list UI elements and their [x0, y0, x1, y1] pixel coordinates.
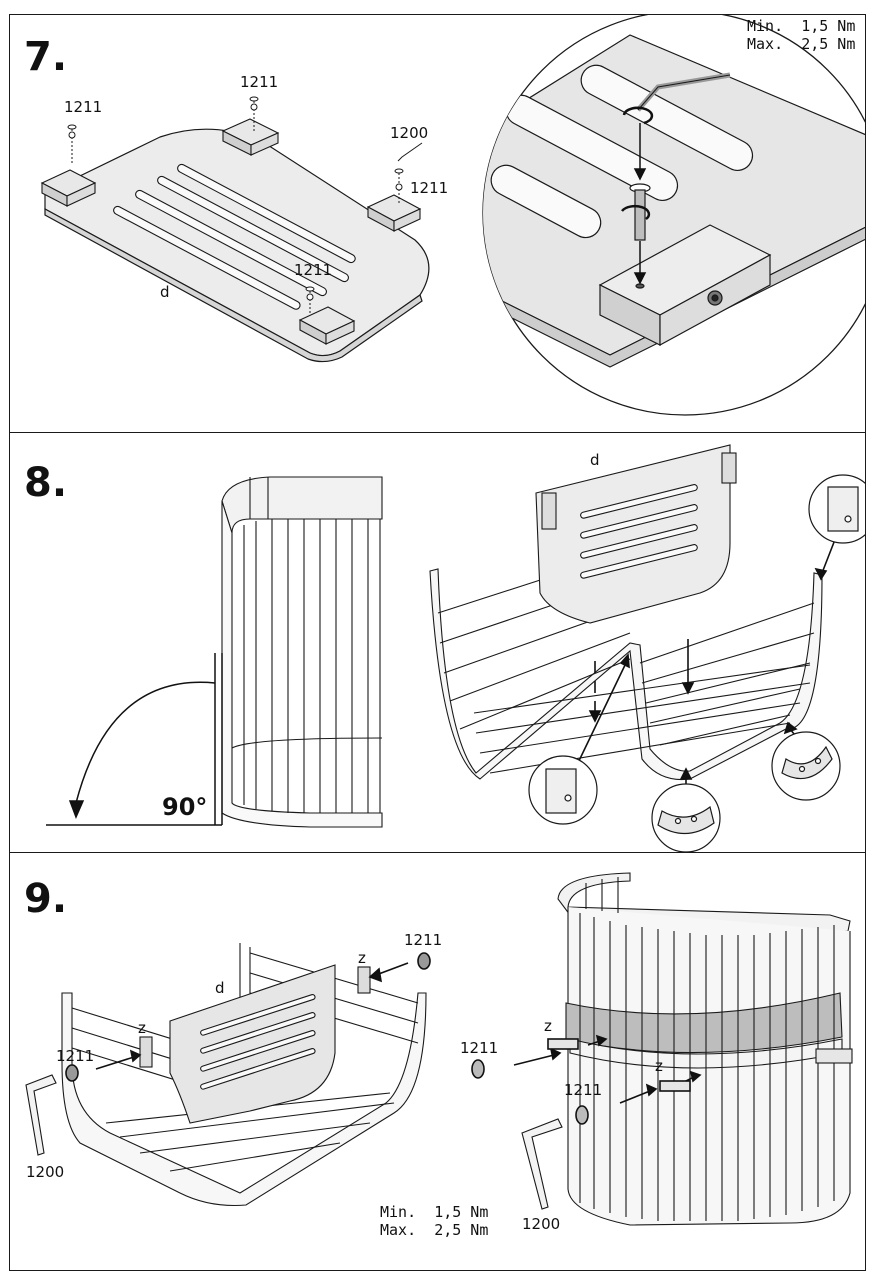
torque-spec-step-9: Min. 1,5 Nm Max. 2,5 Nm [380, 1203, 488, 1239]
step-7-illustration [40, 15, 865, 416]
step-8-panel: 8. [9, 432, 866, 854]
torque-spec-step-7: Min. 1,5 Nm Max. 2,5 Nm [747, 17, 855, 53]
board-d-step9 [139, 964, 371, 1124]
board-d-label-step9: d [215, 979, 225, 997]
part-1211-label-top: 1211 [404, 931, 443, 949]
torque-max-value-9: 2,5 Nm [434, 1221, 489, 1239]
step-9-number: 9. [24, 876, 68, 922]
torque-min-value-9: 1,5 Nm [434, 1203, 489, 1221]
part-1211-label-right-1: 1211 [460, 1039, 499, 1057]
allen-key-left [25, 1074, 57, 1156]
torque-max-value: 2,5 Nm [801, 35, 856, 53]
board-slots [113, 163, 356, 310]
step-7-panel: 7. [9, 14, 866, 434]
board-d-label: d [160, 283, 170, 301]
step9-left-arrows [65, 952, 431, 1082]
screws [67, 96, 423, 315]
board-d-step8 [535, 444, 737, 624]
part-z-label-top: z [358, 949, 366, 967]
part-1211-label-4: 1211 [294, 261, 333, 279]
part-z-label-right-2: z [655, 1057, 663, 1075]
allen-key-right [521, 1118, 563, 1210]
torque-max-label: Max. [747, 35, 784, 53]
step9-right-arrows [471, 1034, 702, 1125]
part-1211-label-1: 1211 [64, 98, 103, 116]
torque-min-label: Min. [747, 17, 784, 35]
step-9-panel: 9. [9, 852, 866, 1271]
assembled-crib [557, 872, 853, 1226]
rotation-arrow [46, 653, 223, 826]
step-8-number: 8. [24, 460, 68, 506]
torque-min-value: 1,5 Nm [801, 17, 856, 35]
part-1211-label-right-2: 1211 [564, 1081, 603, 1099]
part-z-label-right-1: z [544, 1017, 552, 1035]
part-1211-label-3: 1211 [410, 179, 449, 197]
part-1211-label-left: 1211 [56, 1047, 95, 1065]
step-8-illustration [46, 444, 865, 853]
torque-max-label-9: Max. [380, 1221, 417, 1239]
part-1200-label: 1200 [390, 124, 429, 142]
detail-circles [528, 474, 865, 853]
step-9-illustration [25, 872, 853, 1226]
part-1211-label-2: 1211 [240, 73, 279, 91]
part-z-label-left: z [138, 1019, 146, 1037]
upright-cage [221, 476, 383, 828]
torque-min-label-9: Min. [380, 1203, 417, 1221]
detail-circle [482, 15, 865, 416]
board-d-label-step8: d [590, 451, 600, 469]
angle-90-label: 90° [162, 793, 208, 821]
cradle [429, 550, 823, 781]
brackets [40, 118, 422, 345]
part-1200-label-right: 1200 [522, 1215, 561, 1233]
step-7-number: 7. [24, 34, 68, 80]
part-1200-label-left: 1200 [26, 1163, 65, 1181]
